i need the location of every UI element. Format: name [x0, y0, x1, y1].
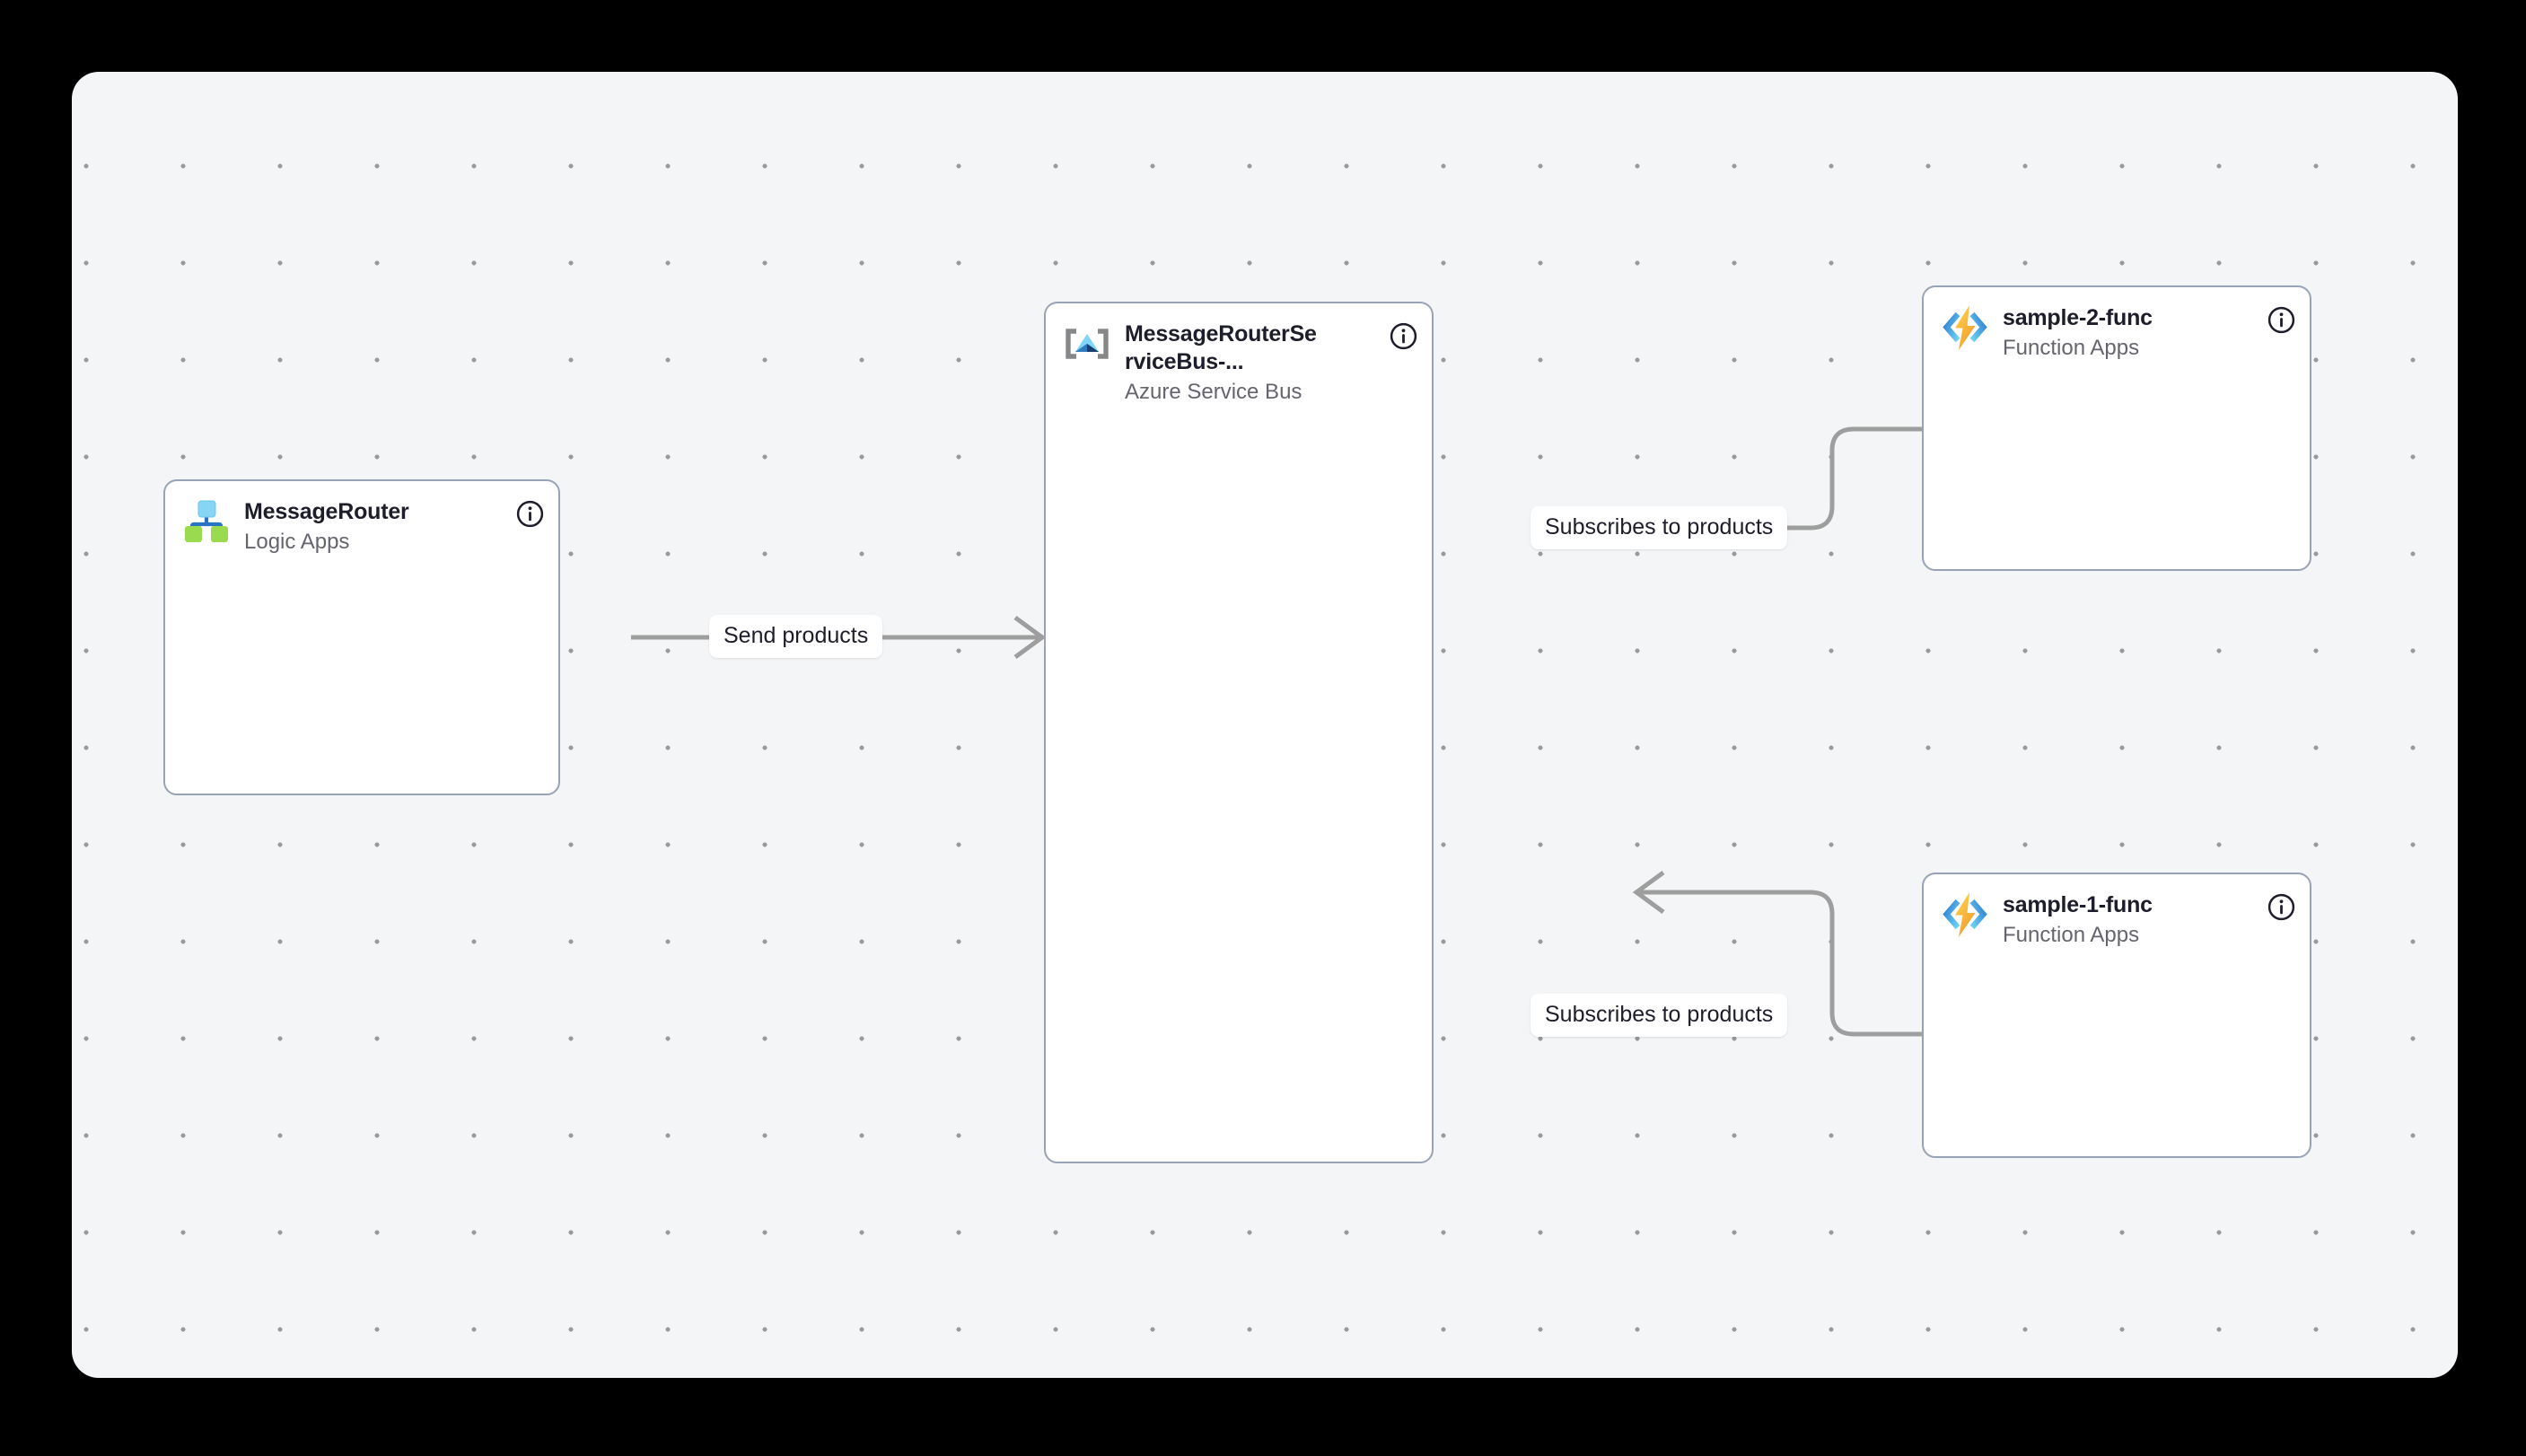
node-text-block: MessageRouter Logic Apps [244, 496, 513, 556]
node-text-block: sample-1-func Function Apps [2003, 890, 2264, 949]
node-message-router[interactable]: MessageRouter Logic Apps [163, 479, 560, 795]
node-subtitle: Function Apps [2003, 923, 2140, 947]
node-text-block: MessageRouterSe rviceBus-... Azure Servi… [1125, 319, 1386, 406]
edge-label-subscribes-top[interactable]: Subscribes to products [1531, 506, 1788, 549]
node-subtitle: Azure Service Bus [1125, 380, 1302, 404]
node-header: MessageRouterSe rviceBus-... Azure Servi… [1046, 303, 1432, 406]
function-apps-icon [1940, 890, 1990, 940]
info-icon[interactable] [2267, 306, 2295, 334]
info-icon[interactable] [516, 500, 544, 528]
node-sample-2-func[interactable]: sample-2-func Function Apps [1922, 285, 2311, 571]
node-message-router-service-bus[interactable]: MessageRouterSe rviceBus-... Azure Servi… [1044, 302, 1434, 1163]
node-text-block: sample-2-func Function Apps [2003, 303, 2264, 362]
node-title: sample-2-func [2003, 305, 2153, 330]
azure-service-bus-icon [1062, 319, 1112, 369]
node-sample-1-func[interactable]: sample-1-func Function Apps [1922, 873, 2311, 1158]
function-apps-icon [1940, 303, 1990, 353]
info-icon[interactable] [1390, 322, 1417, 350]
edge-label-subscribes-bottom[interactable]: Subscribes to products [1531, 994, 1788, 1037]
edge-subscribes-bottom-arrowhead [1632, 870, 1665, 915]
node-title-line-1: MessageRouterSe [1125, 321, 1317, 346]
info-icon[interactable] [2267, 893, 2295, 921]
node-title: sample-1-func [2003, 892, 2153, 917]
node-subtitle: Function Apps [2003, 336, 2140, 360]
topology-canvas[interactable]: MessageRouter Logic Apps [72, 72, 2458, 1378]
node-title: MessageRouter [244, 499, 409, 524]
node-header: MessageRouter Logic Apps [165, 481, 558, 556]
node-header: sample-2-func Function Apps [1924, 287, 2310, 362]
node-title: MessageRouterSe rviceBus-... [1125, 320, 1386, 376]
node-title-line-2: rviceBus-... [1125, 349, 1244, 374]
edge-label-send-products[interactable]: Send products [709, 615, 883, 658]
logic-apps-icon [181, 496, 232, 547]
node-header: sample-1-func Function Apps [1924, 874, 2310, 949]
node-subtitle: Logic Apps [244, 530, 350, 554]
edge-send-products-arrowhead [1013, 615, 1047, 660]
